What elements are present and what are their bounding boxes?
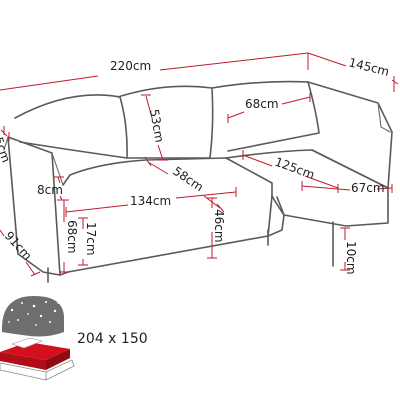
dim-arm-offset: 8cm — [37, 183, 63, 197]
sleeping-area-size: 204 x 150 — [77, 331, 148, 347]
sofa-outline — [3, 80, 393, 283]
dim-arm-width: 5cm — [0, 135, 13, 164]
dim-arm-height: 68cm — [65, 220, 79, 254]
dim-seat-height: 46cm — [212, 209, 226, 243]
dim-chaise-seat-length: 125cm — [273, 155, 317, 182]
dim-seat-inner-height: 17cm — [84, 222, 98, 256]
dim-seat-depth: 58cm — [170, 164, 206, 194]
dim-leg-height: 10cm — [344, 241, 358, 275]
bed-with-starry-night-icon — [0, 296, 75, 381]
dim-back-height: 53cm — [147, 108, 167, 143]
dim-chaise-seat-width: 67cm — [351, 181, 385, 195]
dim-seat-width: 134cm — [130, 194, 171, 208]
dim-depth: 91cm — [2, 229, 35, 263]
dim-chaise-cushion: 68cm — [245, 97, 279, 111]
dim-total-width: 220cm — [110, 59, 151, 73]
dim-chaise-length: 145cm — [347, 55, 390, 79]
dimension-lines — [0, 52, 399, 277]
